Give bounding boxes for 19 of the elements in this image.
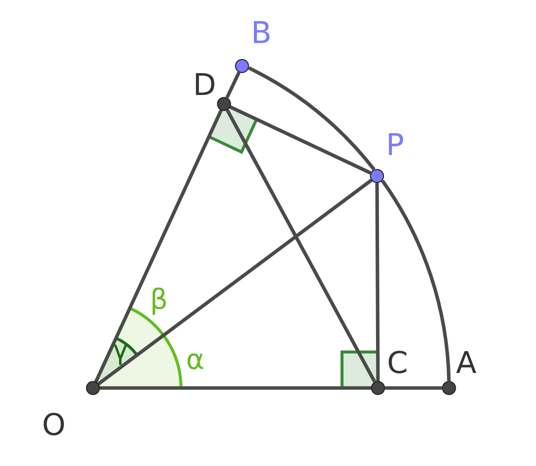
line-segment — [385, 386, 442, 390]
arc — [380, 180, 451, 382]
line-segment — [100, 386, 371, 390]
point-label: A — [456, 349, 477, 379]
point-label: C — [387, 349, 408, 379]
angle-label: α — [186, 346, 204, 374]
line-segment — [375, 183, 380, 381]
line-segment — [226, 109, 376, 383]
line-segment — [94, 110, 223, 382]
arc — [248, 66, 376, 171]
point-label: D — [193, 71, 216, 101]
line-segment — [225, 72, 241, 98]
angle-label: β — [150, 286, 168, 314]
line-segment — [230, 105, 372, 175]
line-segment — [98, 178, 372, 386]
point-label: O — [42, 411, 66, 441]
point-label: B — [251, 19, 272, 49]
point-label: P — [386, 131, 404, 161]
angle-label: γ — [112, 336, 129, 364]
